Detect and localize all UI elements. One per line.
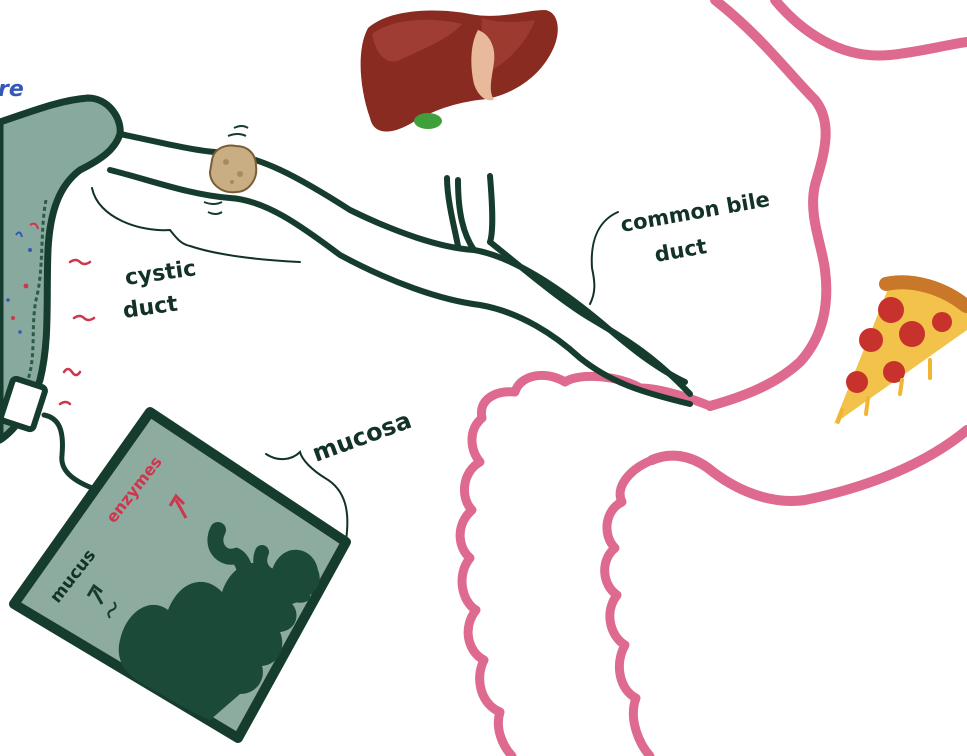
duodenum-outline [460,375,710,756]
hepatic-ducts [447,176,492,250]
cut-off-label: re [0,77,24,102]
cystic-duct-and-common-bile-duct [110,134,690,404]
scribble-marks [60,260,94,404]
liver-icon [361,10,558,132]
pizza-slice-icon [834,282,967,424]
cystic-duct-label-line2: duct [121,291,179,323]
mucosa-label: mucosa [308,406,415,468]
cystic-duct-label-line1: cystic [123,256,197,291]
common-bile-duct-label-line1: common bile [619,187,772,237]
common-bile-duct-label-line2: duct [653,234,709,267]
